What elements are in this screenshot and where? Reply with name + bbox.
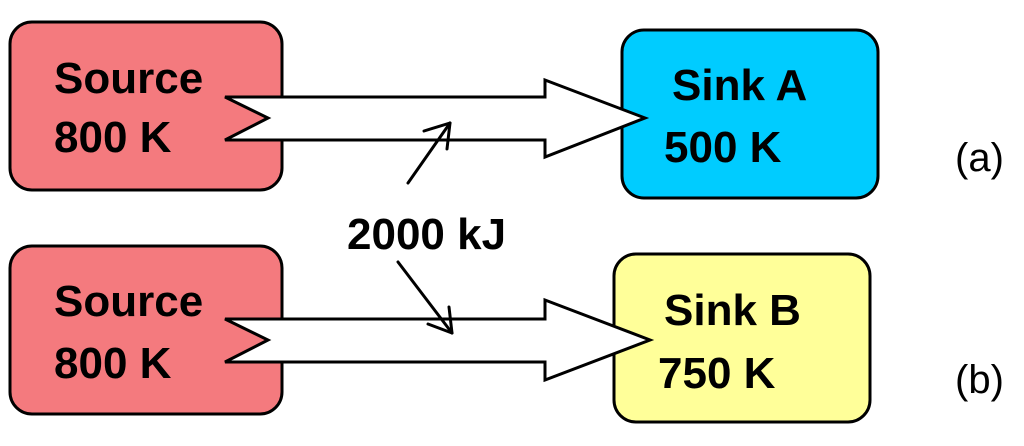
heat-flow-arrow-b <box>224 297 655 383</box>
scenario-a: Source 800 K Sink A 500 K (a) <box>8 20 1004 200</box>
heat-label-group: 2000 kJ <box>347 121 506 335</box>
scenario-a-label: (a) <box>955 136 1004 180</box>
source-b-name: Source <box>54 277 203 326</box>
source-b-temperature: 800 K <box>54 339 172 388</box>
pointer-arrow-up <box>406 121 452 185</box>
sink-a-temperature: 500 K <box>664 123 782 172</box>
scenario-b-label: (b) <box>955 358 1004 402</box>
source-a-name: Source <box>54 54 203 103</box>
sink-b-name: Sink B <box>664 286 801 335</box>
pointer-arrow-down <box>396 260 454 335</box>
source-b-box <box>8 244 284 416</box>
sink-b-temperature: 750 K <box>658 349 776 398</box>
scenario-b: Source 800 K Sink B 750 K (b) <box>8 244 1004 424</box>
heat-flow-arrow-a <box>224 77 650 160</box>
sink-a-name: Sink A <box>672 61 807 110</box>
heat-amount-label: 2000 kJ <box>347 210 506 259</box>
sink-a-box <box>620 28 880 200</box>
source-a-temperature: 800 K <box>54 113 172 162</box>
